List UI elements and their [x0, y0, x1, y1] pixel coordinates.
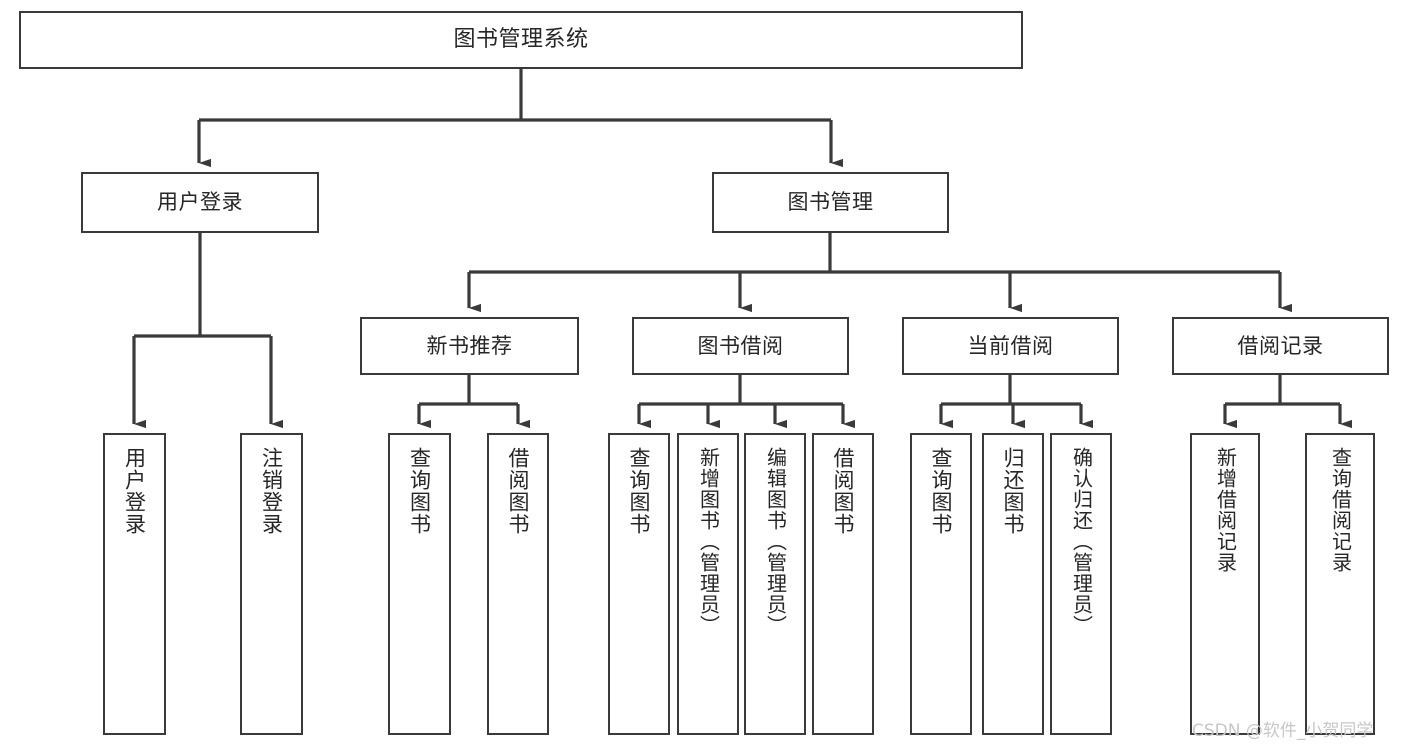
node-new-book-rec-label: 新书推荐 [426, 333, 513, 358]
node-leaf-query-book-bb[interactable]: 查询图书 [608, 433, 670, 735]
node-leaf-query-book-cb-label: 查询图书 [929, 447, 954, 535]
node-new-book-rec[interactable]: 新书推荐 [360, 317, 579, 375]
node-leaf-borrow-book-rec-label: 借阅图书 [506, 447, 531, 535]
node-leaf-user-login[interactable]: 用户登录 [103, 433, 166, 735]
node-root-label: 图书管理系统 [453, 27, 589, 53]
csdn-watermark: CSDN @软件_小贺同学 [1192, 721, 1374, 741]
node-leaf-return-book[interactable]: 归还图书 [982, 433, 1044, 735]
node-borrow-record-label: 借阅记录 [1237, 333, 1324, 358]
node-current-borrow[interactable]: 当前借阅 [902, 317, 1119, 375]
node-leaf-return-book-label: 归还图书 [1001, 447, 1026, 535]
node-leaf-add-record[interactable]: 新增借阅记录 [1190, 433, 1260, 735]
node-leaf-add-record-label: 新增借阅记录 [1213, 447, 1238, 573]
node-leaf-query-book-rec-label: 查询图书 [407, 447, 432, 535]
node-leaf-edit-book-label: 编辑图书（管理员） [763, 447, 788, 636]
node-leaf-confirm-return-label: 确认归还（管理员） [1069, 447, 1094, 636]
node-leaf-query-record-label: 查询借阅记录 [1328, 447, 1353, 573]
node-user-login[interactable]: 用户登录 [81, 172, 319, 233]
node-root[interactable]: 图书管理系统 [19, 11, 1023, 69]
node-leaf-query-book-rec[interactable]: 查询图书 [388, 433, 451, 735]
node-book-manage[interactable]: 图书管理 [712, 172, 949, 233]
node-leaf-query-record[interactable]: 查询借阅记录 [1305, 433, 1375, 735]
node-leaf-logout-label: 注销登录 [259, 447, 284, 535]
node-book-borrow[interactable]: 图书借阅 [632, 317, 849, 375]
node-leaf-edit-book[interactable]: 编辑图书（管理员） [744, 433, 806, 735]
node-leaf-query-book-cb[interactable]: 查询图书 [910, 433, 972, 735]
node-leaf-borrow-book-bb-label: 借阅图书 [831, 447, 856, 535]
node-leaf-add-book-label: 新增图书（管理员） [696, 447, 721, 636]
node-leaf-query-book-bb-label: 查询图书 [627, 447, 652, 535]
node-current-borrow-label: 当前借阅 [967, 333, 1054, 358]
node-leaf-borrow-book-bb[interactable]: 借阅图书 [812, 433, 874, 735]
node-leaf-logout[interactable]: 注销登录 [240, 433, 303, 735]
node-leaf-confirm-return[interactable]: 确认归还（管理员） [1050, 433, 1112, 735]
node-book-manage-label: 图书管理 [787, 190, 874, 215]
node-leaf-borrow-book-rec[interactable]: 借阅图书 [487, 433, 549, 735]
node-user-login-label: 用户登录 [157, 190, 243, 215]
node-leaf-user-login-label: 用户登录 [122, 447, 147, 535]
node-borrow-record[interactable]: 借阅记录 [1172, 317, 1389, 375]
node-leaf-add-book[interactable]: 新增图书（管理员） [677, 433, 739, 735]
node-book-borrow-label: 图书借阅 [697, 333, 784, 358]
